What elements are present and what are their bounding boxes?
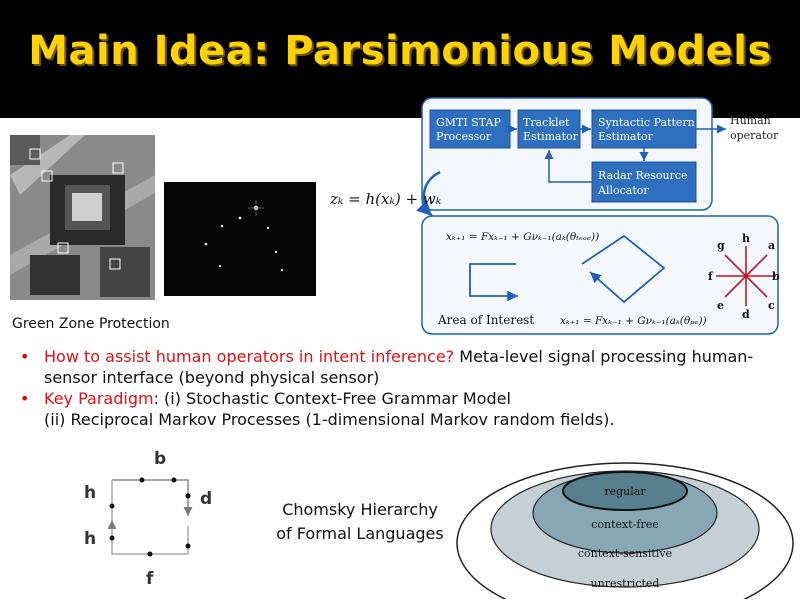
bullet-2-red: Key Paradigm [44,389,154,408]
svg-text:operator: operator [730,129,779,142]
svg-text:c: c [768,299,775,312]
svg-text:Estimator: Estimator [598,130,654,143]
compass [716,246,776,306]
tracklet-box: Tracklet Estimator [517,109,581,149]
bullet-2-line2: (ii) Reciprocal Markov Processes (1-dime… [44,410,615,429]
svg-text:Processor: Processor [436,130,492,143]
svg-text:b: b [154,449,166,469]
bullet-2: • Key Paradigm: (i) Stochastic Context-F… [18,388,788,409]
human-operator-label: Human [730,114,771,127]
svg-text:Estimator: Estimator [523,130,579,143]
bullet-1-rest: Meta-level signal processing human-senso… [44,347,754,387]
svg-text:e: e [717,299,724,312]
gmti-box: GMTI STAP Processor [429,109,511,149]
svg-text:g: g [717,239,725,252]
radar-image [164,182,316,296]
square-path [469,263,518,302]
bullet-dot: • [20,347,30,366]
svg-text:b: b [772,270,780,283]
syntactic-box: Syntactic Pattern Estimator [591,109,697,149]
svg-text:Allocator: Allocator [597,184,649,197]
svg-text:Syntactic Pattern: Syntactic Pattern [598,116,695,129]
zk-equation: zₖ = h(xₖ) + wₖ [329,190,442,208]
feedback-arrow [416,170,441,217]
diamond-path [581,234,666,304]
area-of-interest-label: Area of Interest [437,313,534,327]
svg-text:Tracklet: Tracklet [523,116,570,129]
equation-top: xₖ₊₁ = Fxₖ₋₁ + Gνₖ₋₁(aₖ(θₜₑₑₑ)) [446,231,599,243]
bullet-1: • How to assist human operators in inten… [18,346,788,388]
bullet-list: • How to assist human operators in inten… [18,346,788,430]
svg-text:h: h [84,529,96,549]
svg-text:f: f [708,270,714,283]
ellipse-regular [562,471,688,511]
caption-green-zone: Green Zone Protection [12,316,170,332]
svg-text:unrestricted: unrestricted [591,577,660,590]
satellite-image [10,135,155,300]
block-diagram: GMTI STAP Processor Tracklet Estimator S… [328,96,780,338]
svg-text:h: h [742,232,750,245]
radar-allocator-box: Radar Resource Allocator [591,161,697,203]
svg-text:GMTI STAP: GMTI STAP [436,116,501,129]
chomsky-label: Chomsky Hierarchy of Formal Languages [276,500,444,543]
svg-text:Radar Resource: Radar Resource [598,169,688,182]
slide-title: Main Idea: Parsimonious Models [28,28,772,74]
chomsky-hierarchy-diagram: regular context-free context-sensitive u… [450,455,796,603]
svg-text:context-sensitive: context-sensitive [578,547,672,560]
bullet-2-rest: : (i) Stochastic Context-Free Grammar Mo… [153,389,511,408]
svg-text:d: d [200,489,212,509]
square-path-diagram: b d h h f [78,448,248,596]
bullet-1-red: How to assist human operators in intent … [44,347,455,366]
bullet-dot: • [20,389,30,408]
svg-text:context-free: context-free [591,518,659,531]
svg-text:f: f [146,569,154,589]
svg-text:d: d [742,308,750,321]
svg-text:regular: regular [604,485,646,498]
svg-text:a: a [768,239,775,252]
svg-text:h: h [84,483,96,503]
equation-bottom: xₖ₊₁ = Fxₖ₋₁ + Gνₖ₋₁(aₖ(θₚₑ)) [560,315,707,327]
